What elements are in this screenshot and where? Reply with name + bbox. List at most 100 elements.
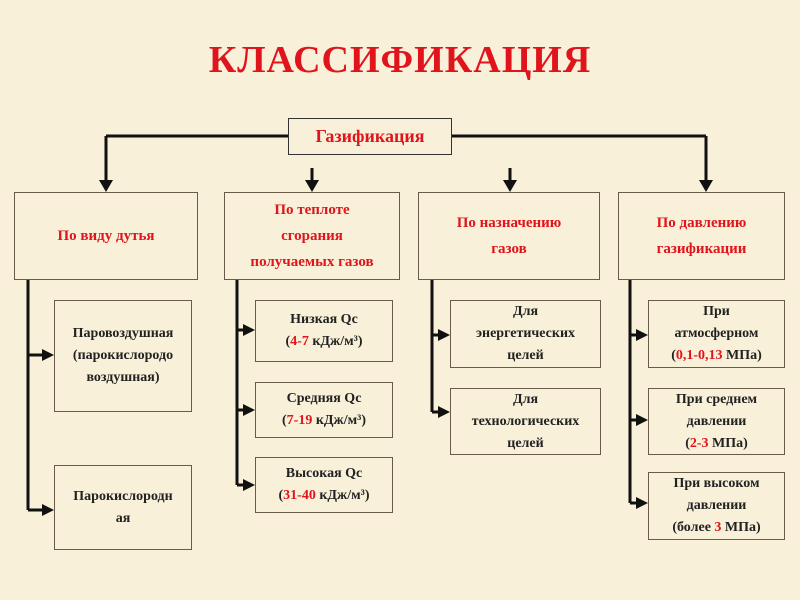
text-segment: давлении: [686, 413, 747, 429]
page-title: КЛАССИФИКАЦИЯ: [208, 39, 592, 81]
value-highlight: 4-7: [290, 334, 309, 349]
text-segment: (: [685, 435, 690, 451]
subcategory-box: При среднем давлении (2-3 МПа): [648, 388, 785, 455]
value-highlight: 31-40: [283, 488, 316, 503]
subcategory-line: (4-7 кДж/м³): [286, 331, 363, 353]
text-segment: технологических: [471, 413, 580, 429]
text-segment: давлении: [686, 498, 747, 513]
subcategory-line: Для: [476, 301, 575, 323]
subcategory-line: воздушная): [73, 367, 174, 389]
subcategory-line: (более 3 МПа): [672, 517, 760, 539]
category-label-line: По давлению: [656, 215, 747, 231]
arrow-right-icon: [438, 329, 450, 341]
arrow-right-icon: [636, 329, 648, 341]
text-segment: воздушная): [86, 370, 160, 385]
text-segment: Низкая Qc: [290, 312, 358, 327]
value-highlight: 7-19: [286, 413, 313, 428]
subcategory-box: Высокая Qc(31-40 кДж/м³): [255, 457, 393, 513]
subcategory-box: Для энергетических целей: [450, 300, 601, 368]
category-label-line: получаемых газов: [250, 254, 374, 270]
text-segment: МПа): [708, 435, 748, 451]
subcategory-line: давлении: [672, 495, 760, 517]
category-label-line: газов: [491, 241, 527, 257]
text-segment: При высоком: [673, 476, 760, 491]
text-segment: целей: [507, 435, 544, 451]
text-segment: (: [282, 413, 287, 428]
subcategory-line: (парокислородо: [73, 345, 174, 367]
subcategory-box: Низкая Qc (4-7 кДж/м³): [255, 300, 393, 362]
text-segment: ая: [115, 510, 131, 526]
subcategory-line: (2-3 МПа): [676, 433, 757, 455]
subcategory-box: Средняя Qc (7-19 кДж/м³): [255, 382, 393, 438]
text-segment: атмосферном: [674, 326, 759, 341]
category-label-line: сгорания: [281, 228, 343, 244]
text-segment: Паровоздушная: [72, 326, 174, 341]
text-segment: энергетических: [475, 326, 576, 341]
subcategory-line: энергетических: [476, 323, 575, 345]
arrow-right-icon: [636, 497, 648, 509]
subcategory-line: Средняя Qc: [282, 388, 366, 410]
subcategory-line: (7-19 кДж/м³): [282, 410, 366, 432]
subcategory-line: Для: [472, 389, 580, 411]
text-segment: При среднем: [675, 391, 758, 407]
subcategory-line: (31-40 кДж/м³): [279, 485, 370, 507]
arrow-down-icon: [699, 180, 713, 192]
subcategory-line: Высокая Qc: [279, 463, 370, 485]
text-segment: (: [671, 348, 676, 363]
text-segment: Для: [512, 391, 539, 407]
value-highlight: 3: [714, 520, 722, 535]
category-label-line: По виду дутья: [57, 228, 155, 244]
value-highlight: 0,1-0,13: [675, 348, 723, 363]
subcategory-box: Для технологических целей: [450, 388, 601, 455]
arrow-right-icon: [438, 406, 450, 418]
subcategory-box: Парокислородн ая: [54, 465, 192, 550]
category-label-line: По теплоте: [274, 202, 350, 218]
arrow-down-icon: [503, 180, 517, 192]
subcategory-box: При атмосферном (0,1-0,13 МПа): [648, 300, 785, 368]
category-box: По виду дутья: [14, 192, 198, 280]
subcategory-line: ая: [73, 508, 172, 530]
text-segment: (более: [672, 520, 715, 535]
subcategory-box: Паровоздушная (парокислородо воздушная): [54, 300, 192, 412]
text-segment: (парокислородо: [72, 348, 174, 363]
arrow-right-icon: [243, 404, 255, 416]
arrow-right-icon: [243, 324, 255, 336]
arrow-right-icon: [243, 479, 255, 491]
text-segment: кДж/м³): [308, 334, 363, 349]
subcategory-line: Паровоздушная: [73, 323, 174, 345]
category-box: По давлению газификации: [618, 192, 785, 280]
category-label-line: газификации: [656, 241, 747, 257]
subcategory-line: Парокислородн: [73, 486, 172, 508]
arrow-down-icon: [305, 180, 319, 192]
subcategory-line: технологических: [472, 411, 580, 433]
subcategory-line: целей: [472, 433, 580, 455]
category-box: По назначению газов: [418, 192, 600, 280]
subcategory-line: целей: [476, 345, 575, 367]
text-segment: МПа): [722, 348, 762, 363]
subcategory-line: (0,1-0,13 МПа): [671, 345, 762, 367]
arrow-right-icon: [42, 504, 54, 516]
arrow-down-icon: [99, 180, 113, 192]
text-segment: кДж/м³): [315, 488, 370, 503]
subcategory-box: При высоком давлении (более 3 МПа): [648, 472, 785, 540]
subcategory-line: При высоком: [672, 473, 760, 495]
subcategory-line: давлении: [676, 411, 757, 433]
text-segment: (: [285, 334, 291, 349]
text-segment: Парокислородн: [73, 488, 173, 504]
text-segment: целей: [507, 348, 544, 363]
root-node-gasification: Газификация: [288, 118, 452, 155]
subcategory-line: При среднем: [676, 389, 757, 411]
text-segment: (: [278, 488, 284, 503]
category-box: По теплоте сгорания получаемых газов: [224, 192, 400, 280]
value-highlight: 2-3: [689, 435, 709, 451]
subcategory-line: При: [671, 301, 762, 323]
text-segment: МПа): [721, 520, 761, 535]
subcategory-line: Низкая Qc: [286, 309, 363, 331]
subcategory-line: атмосферном: [671, 323, 762, 345]
arrow-right-icon: [42, 349, 54, 361]
category-label-line: По назначению: [456, 215, 562, 231]
text-segment: Средняя Qc: [286, 391, 362, 406]
text-segment: Высокая Qc: [285, 466, 363, 481]
arrow-right-icon: [636, 414, 648, 426]
